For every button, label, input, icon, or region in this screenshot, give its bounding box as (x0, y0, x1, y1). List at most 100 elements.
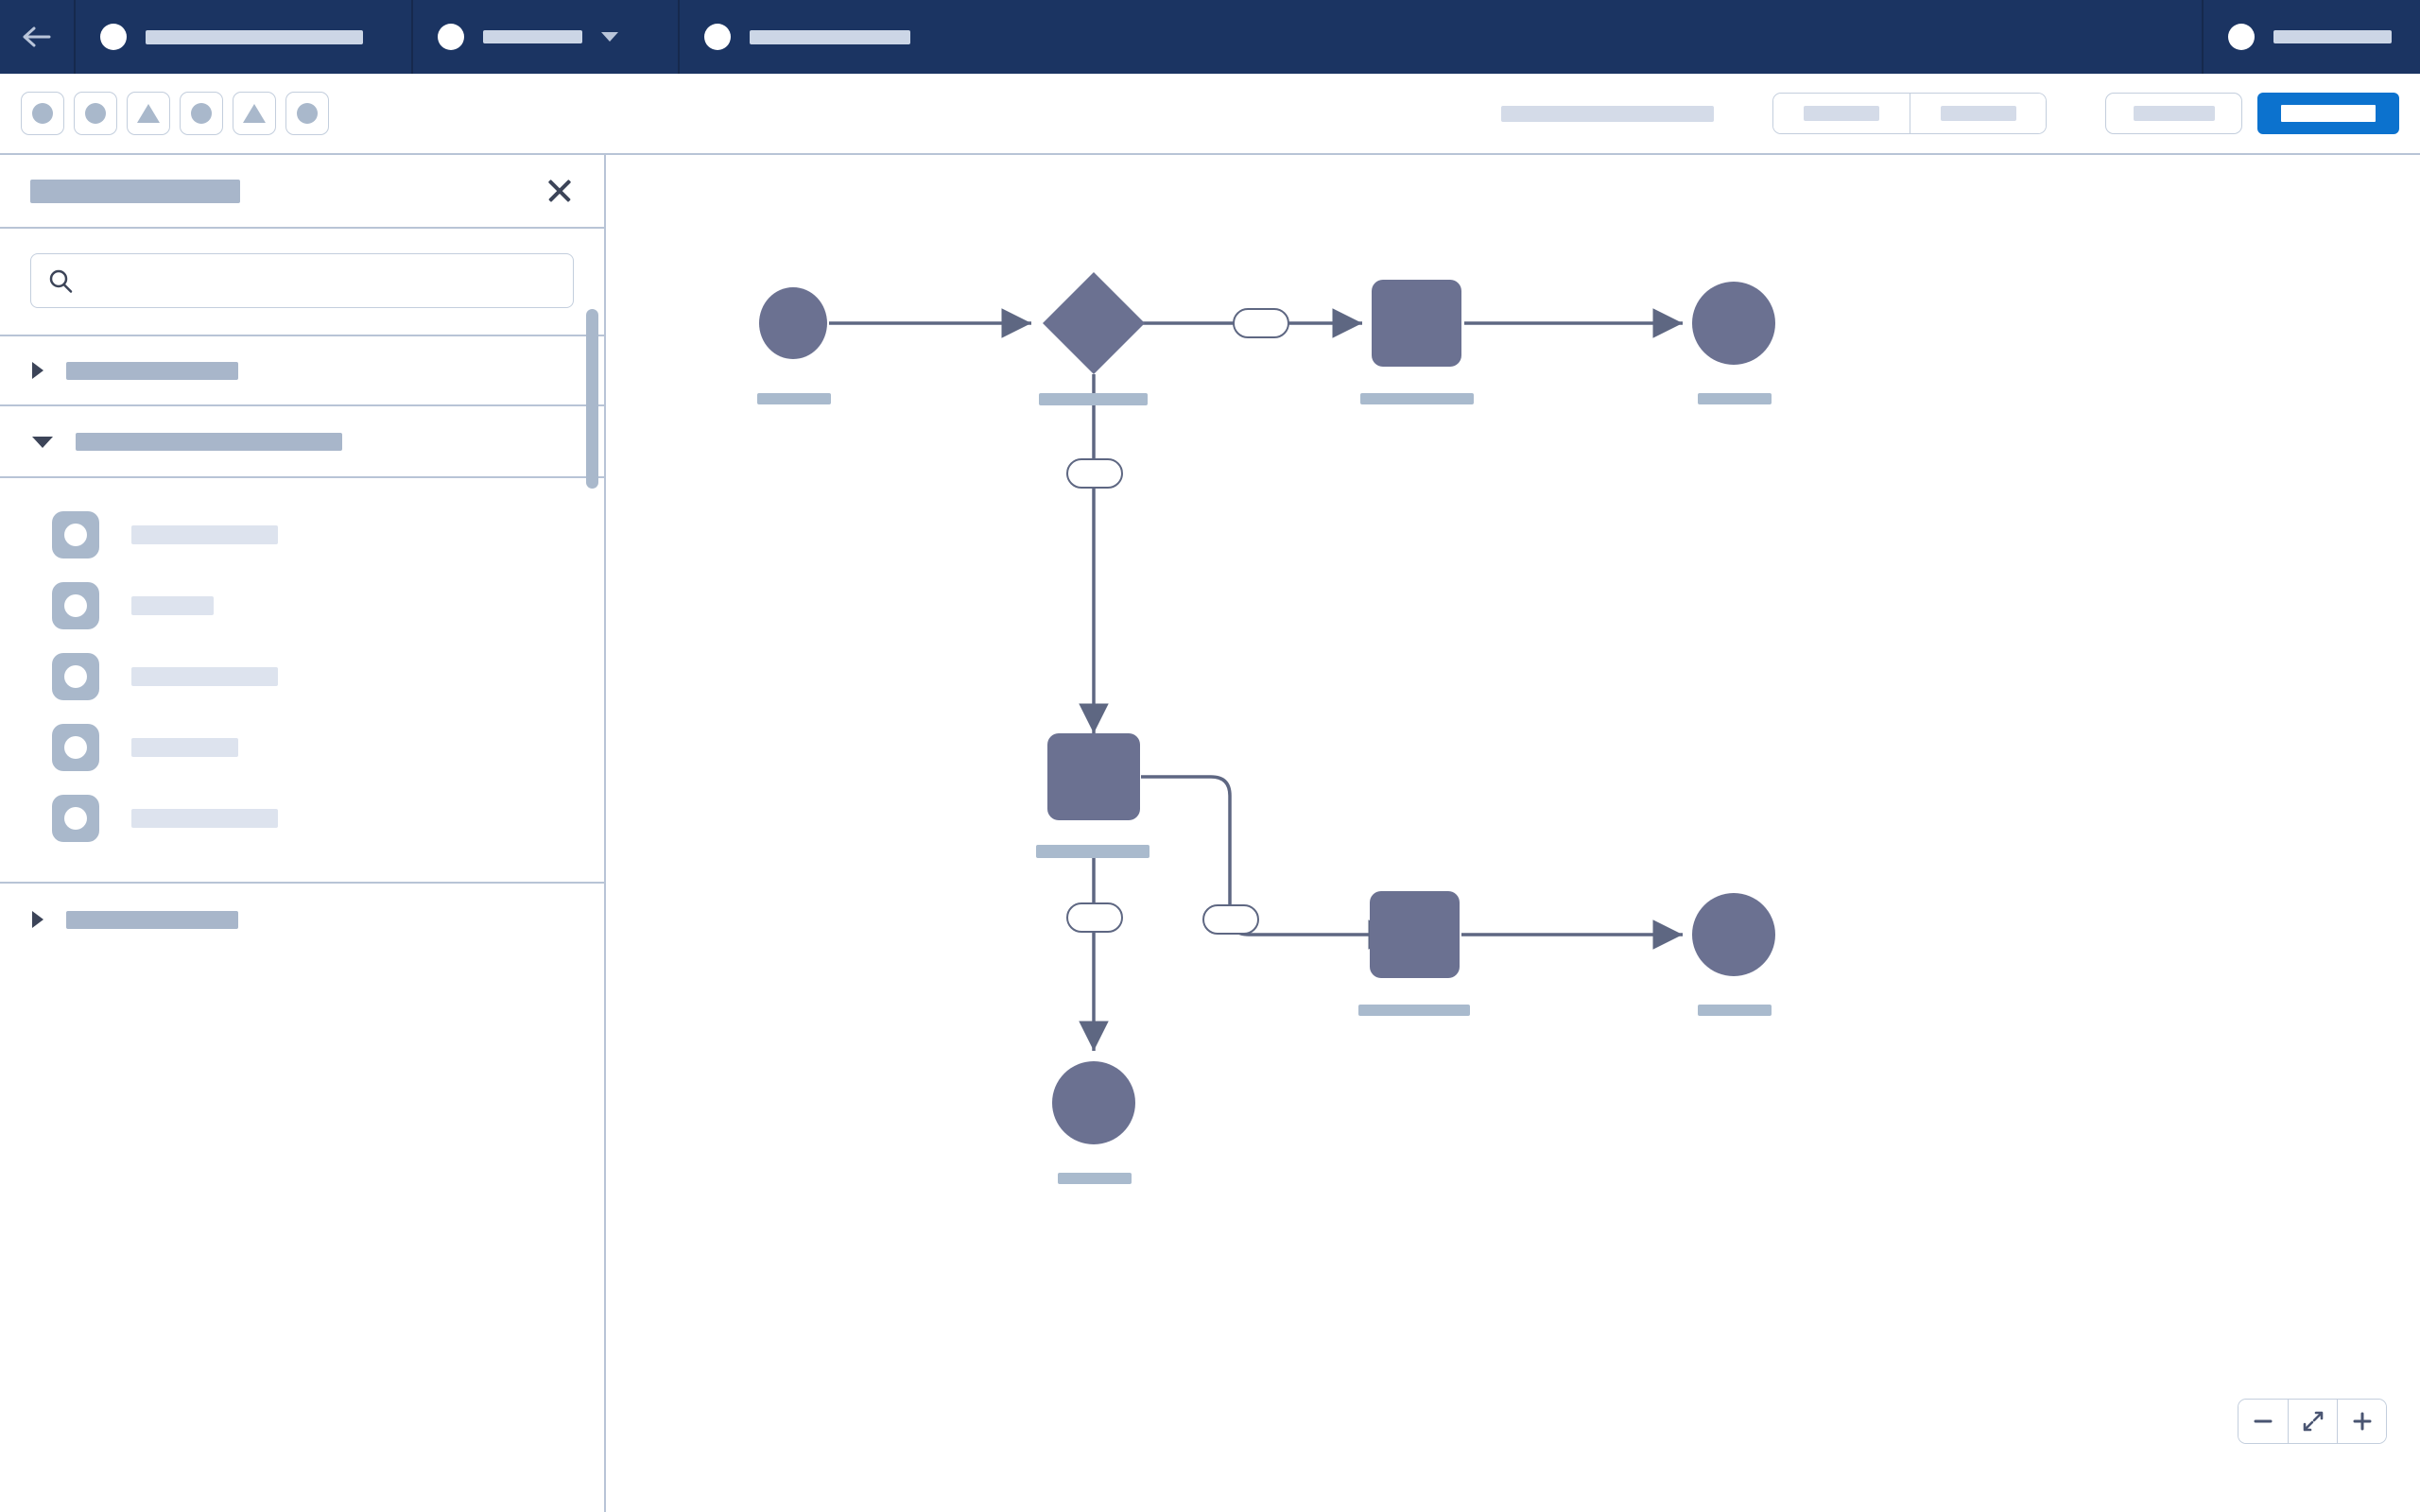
node-end-2-label (1698, 1005, 1772, 1016)
arrow-left-icon (23, 26, 51, 47)
search-input[interactable] (87, 254, 556, 307)
icon-hole (64, 806, 87, 830)
secondary-button[interactable] (2105, 93, 2242, 134)
side-panel (0, 155, 606, 1512)
primary-button-label (2281, 105, 2376, 122)
zoom-in-icon (2353, 1412, 2371, 1431)
node-task-1[interactable] (1372, 280, 1461, 367)
circle-shape-icon (297, 103, 318, 124)
tool-button-4[interactable] (180, 92, 223, 135)
chevron-down-icon[interactable] (601, 32, 618, 42)
node-end-1[interactable] (1692, 282, 1775, 365)
chevron-down-icon (32, 437, 53, 448)
node-end-2[interactable] (1692, 893, 1775, 976)
diagram-canvas[interactable] (606, 155, 2420, 1512)
segment-button-2[interactable] (1910, 94, 2046, 133)
panel-group-1-label (66, 361, 238, 380)
edge-label-pill[interactable] (1233, 308, 1289, 338)
edge-label-pill[interactable] (1066, 458, 1123, 489)
fit-to-screen-icon (2303, 1411, 2323, 1432)
back-button[interactable] (0, 0, 74, 74)
zoom-out-icon (2254, 1419, 2273, 1423)
panel-group-2[interactable] (0, 406, 604, 478)
list-item[interactable] (0, 782, 604, 853)
panel-body (0, 229, 604, 1512)
panel-scrollbar[interactable] (584, 229, 601, 1512)
chevron-right-icon (32, 362, 43, 379)
list-item[interactable] (0, 641, 604, 712)
list-item[interactable] (0, 570, 604, 641)
top-navigation-bar (0, 0, 2420, 74)
chevron-right-icon (32, 911, 43, 928)
node-end-3-label (1058, 1173, 1132, 1184)
panel-scrollbar-thumb[interactable] (586, 309, 598, 489)
segment-button-2-label (1940, 106, 2016, 121)
nav-item-2[interactable] (413, 0, 678, 74)
node-decision[interactable] (1043, 272, 1145, 374)
zoom-out-button[interactable] (2238, 1400, 2288, 1443)
tool-button-5[interactable] (233, 92, 276, 135)
avatar (100, 24, 127, 50)
node-end-3[interactable] (1052, 1061, 1135, 1144)
nav-spacer (935, 0, 2202, 74)
list-item[interactable] (0, 499, 604, 570)
nav-divider (2202, 0, 2204, 74)
tool-button-6[interactable] (285, 92, 329, 135)
editor-toolbar (0, 74, 2420, 155)
diagram-edges (829, 308, 1683, 1051)
node-task-2-label (1036, 845, 1150, 858)
nav-item-user[interactable] (2204, 0, 2420, 74)
node-task-1-label (1360, 393, 1474, 404)
panel-header (0, 155, 604, 229)
search-box[interactable] (30, 253, 574, 308)
nav-divider (411, 0, 413, 74)
avatar (2228, 24, 2255, 50)
panel-group-2-label (76, 432, 342, 451)
list-item[interactable] (0, 712, 604, 782)
edge-labels (1066, 308, 1289, 935)
rounded-square-icon (52, 652, 99, 700)
fit-to-screen-button[interactable] (2288, 1400, 2337, 1443)
edge-n5-n6[interactable] (1141, 775, 1398, 950)
list-item-label (131, 737, 238, 757)
nav-item-user-label (2273, 30, 2392, 43)
flowchart-svg (757, 272, 1775, 1184)
primary-button[interactable] (2257, 93, 2399, 134)
tool-button-1[interactable] (21, 92, 64, 135)
triangle-shape-icon (243, 104, 266, 123)
icon-hole (64, 593, 87, 617)
triangle-shape-icon (137, 104, 160, 123)
node-start[interactable] (759, 287, 827, 359)
segment-button-1[interactable] (1773, 94, 1910, 133)
list-item-label (131, 595, 214, 615)
list-item-label (131, 808, 278, 828)
rounded-square-icon (52, 723, 99, 771)
edge-label-pill[interactable] (1202, 904, 1259, 935)
nav-item-3-label (750, 29, 910, 44)
toolbar-status-text (1501, 105, 1714, 122)
icon-hole (64, 735, 87, 759)
secondary-button-label (2133, 106, 2215, 121)
panel-group-3-label (66, 910, 238, 929)
circle-shape-icon (85, 103, 106, 124)
panel-group-3[interactable] (0, 884, 604, 955)
nav-item-3[interactable] (680, 0, 935, 74)
node-start-label (757, 393, 831, 404)
list-item-label (131, 524, 278, 544)
nav-item-1[interactable] (76, 0, 411, 74)
icon-hole (64, 523, 87, 546)
tool-button-2[interactable] (74, 92, 117, 135)
node-task-2[interactable] (1047, 733, 1140, 820)
diagram-nodes (757, 272, 1775, 1184)
zoom-in-button[interactable] (2337, 1400, 2386, 1443)
tool-button-3[interactable] (127, 92, 170, 135)
panel-group-2-items (0, 478, 604, 884)
circle-shape-icon (32, 103, 53, 124)
panel-group-1[interactable] (0, 335, 604, 406)
edge-label-pill[interactable] (1066, 902, 1123, 933)
segmented-button-group (1772, 93, 2047, 134)
close-icon[interactable] (544, 175, 576, 207)
panel-title (30, 179, 240, 203)
node-task-3[interactable] (1370, 891, 1460, 978)
search-section (0, 229, 604, 335)
